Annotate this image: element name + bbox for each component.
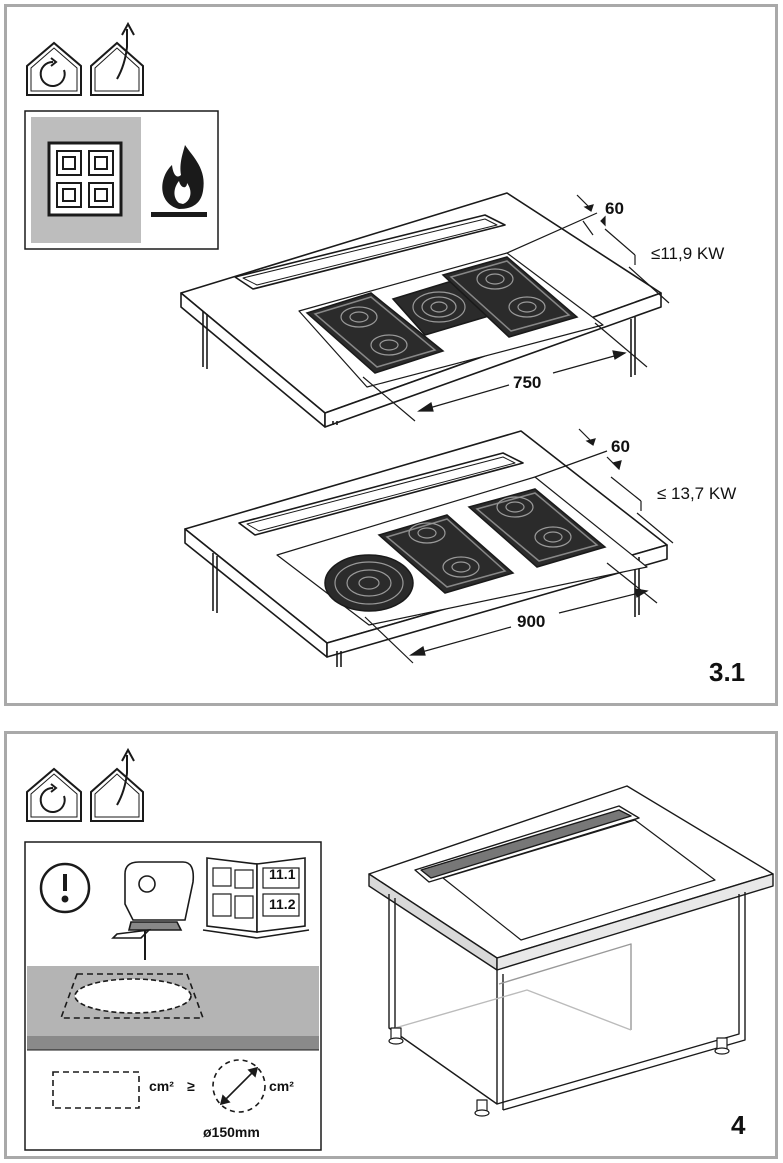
manual-book-icon (202, 857, 310, 939)
figure-3-1-panel: 60 ≤11,9 KW 750 60 ≤ 13,7 KW 900 3.1 (4, 4, 778, 706)
area-unit-right: cm² (269, 1078, 294, 1094)
depth-dimension-900: 60 (611, 437, 630, 456)
gas-flame-icon (151, 145, 207, 217)
exhaust-house-icon (90, 747, 144, 822)
depth-dimension-750: 60 (605, 199, 624, 218)
dimension-lines-900 (364, 428, 674, 664)
width-dimension-900: 900 (517, 612, 546, 631)
figure-number: 3.1 (709, 657, 746, 687)
figure-4-panel: 11.1 11.2 cm² ≥ cm² ø150mm 4 (4, 731, 778, 1159)
area-unit-left: cm² (149, 1078, 174, 1094)
power-rating-900: ≤ 13,7 KW (657, 484, 737, 503)
jigsaw-icon (111, 861, 195, 960)
power-rating-750: ≤11,9 KW (651, 244, 725, 263)
area-relation: ≥ (187, 1078, 195, 1094)
rectangular-area-symbol (52, 1071, 140, 1109)
recirculation-house-icon (26, 767, 82, 822)
figure-3-1-drawing (24, 21, 674, 667)
induction-hob-icon (31, 117, 141, 243)
recirculation-house-icon (26, 41, 82, 96)
countertop-cutout-visual (27, 966, 319, 1050)
round-duct-symbol (212, 1059, 266, 1113)
warning-icon (39, 862, 91, 914)
duct-diameter: ø150mm (203, 1124, 260, 1140)
cabinet-with-cutout (368, 785, 774, 1117)
hob-750 (305, 256, 579, 374)
dimension-lines-750 (362, 194, 670, 422)
manual-ref-11-1: 11.1 (269, 866, 296, 882)
exhaust-house-icon (90, 21, 144, 96)
hob-900 (324, 488, 607, 612)
width-dimension-750: 750 (513, 373, 542, 392)
figure-number: 4 (731, 1110, 746, 1140)
figure-4-drawing (24, 747, 774, 1151)
manual-ref-11-2: 11.2 (269, 896, 296, 912)
